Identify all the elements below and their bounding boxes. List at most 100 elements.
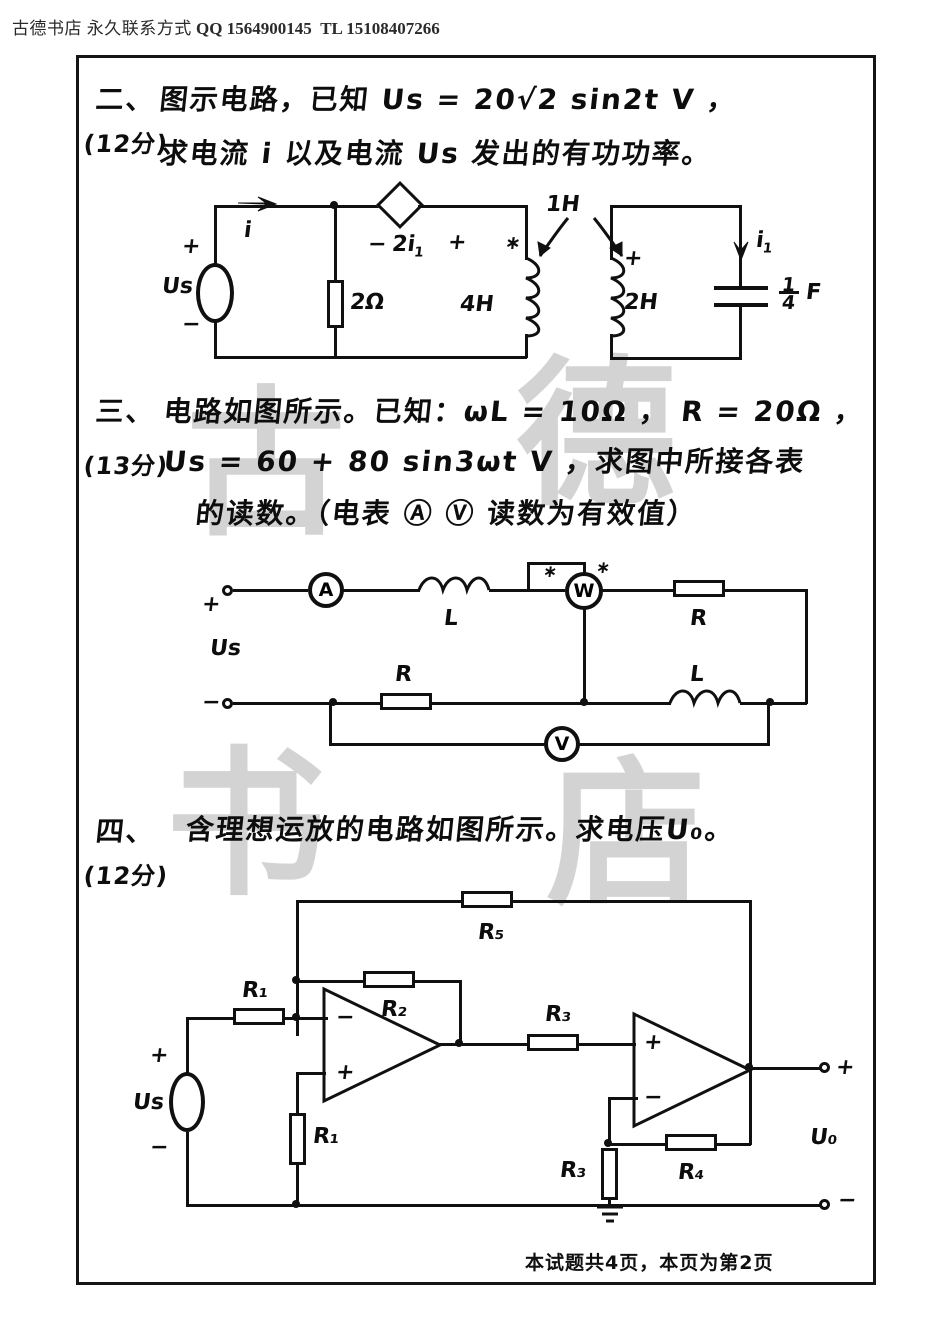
wire-src-bottom <box>214 322 217 359</box>
opamp-2-symbol <box>632 1011 754 1129</box>
inductor-2h-label: 2H <box>622 290 660 315</box>
source-label-us: Us <box>160 274 194 299</box>
node-voltmeter-right <box>766 698 774 706</box>
source-label-us-p3: Us <box>208 636 243 661</box>
inductor-4h-label: 4H <box>458 292 496 317</box>
problem-2-line2: 求电流 i 以及电流 Us 发出的有功功率。 <box>158 137 714 170</box>
mutual-inductance-label: 1H <box>544 192 582 217</box>
resistor-R-bottom <box>380 693 432 710</box>
wire-top-right <box>610 205 742 208</box>
source-minus-p4: − <box>148 1135 170 1160</box>
node-bottom-mid <box>580 698 588 706</box>
wire-coil4h-top <box>525 205 528 260</box>
wire-opamp1-plus-drop <box>296 1072 299 1114</box>
node-bottom-rail-left <box>292 1200 300 1208</box>
voltmeter: V <box>544 726 580 762</box>
dot-marker-coil4h: ∗ <box>503 232 523 254</box>
wire-r5-left-drop <box>296 900 299 1036</box>
mutual-arrow-right <box>592 217 624 257</box>
wire-voltmeter-bottom-left <box>329 743 547 746</box>
ground-icon <box>597 1205 623 1223</box>
node-opamp2-output <box>745 1063 753 1071</box>
cap-denominator: 4 <box>780 292 797 314</box>
resistor-R3-mid-label: R₃ <box>543 1002 574 1027</box>
wire-wattmeter-to-R <box>602 589 674 592</box>
node-opamp1-inverting <box>292 1013 300 1021</box>
dep-source-expression: 2i1 <box>390 232 426 260</box>
shop-name: 古德书店 永久联系方式 <box>12 19 192 38</box>
wire-r5-right-drop <box>749 900 752 1067</box>
opamp-1-symbol <box>322 986 444 1104</box>
voltmeter-letter: V <box>554 733 570 755</box>
wire-voltmeter-left-drop <box>329 702 332 746</box>
problem-2-line1: 图示电路，已知 Us = 20√2 sin2t V ， <box>158 83 739 116</box>
output-terminal-negative <box>819 1199 830 1210</box>
wire-r5-right <box>512 900 752 903</box>
page-footer-note: 本试题共4页，本页为第2页 <box>525 1252 774 1274</box>
wire-R-to-right-rail <box>724 589 808 592</box>
resistor-R3-bottom-label: R₃ <box>558 1158 589 1183</box>
output-minus-sign: − <box>836 1188 858 1213</box>
wire-r4-to-out-rail <box>716 1143 751 1146</box>
wire-opamp1-out <box>438 1043 528 1046</box>
wire-wattmeter-to-bottom <box>583 608 586 704</box>
wire-coil2h-top <box>610 205 613 260</box>
wire-to-bottom-R <box>333 702 381 705</box>
resistor-2ohm-label: 2Ω <box>348 290 386 315</box>
wire-top-left <box>214 205 334 208</box>
wire-term-to-ammeter <box>233 589 308 592</box>
wire-wattmeter-voltage-top <box>527 562 585 565</box>
wire-r2-right <box>414 980 462 983</box>
wire-to-r4 <box>608 1143 666 1146</box>
capacitor-plate-top <box>714 286 768 290</box>
wire-r3b-to-ground <box>608 1199 611 1207</box>
wire-r2-left <box>296 980 364 983</box>
opamp2-noninverting-sign: + <box>642 1030 664 1055</box>
dep-source-minus: − <box>366 232 388 257</box>
wire-src-top <box>214 205 217 265</box>
output-terminal-positive <box>819 1062 830 1073</box>
voltage-source-symbol-p4 <box>169 1072 205 1132</box>
wire-wattmeter-voltage-right <box>583 562 586 578</box>
wire-opamp2-minus <box>608 1097 638 1100</box>
wire-opamp2-minus-drop <box>608 1097 611 1143</box>
source-plus: + <box>180 234 202 259</box>
resistor-R1-top <box>233 1008 285 1025</box>
problem-3-points: (13分) <box>82 452 170 480</box>
resistor-R1-top-label: R₁ <box>240 978 271 1003</box>
wire-r5-left <box>296 900 462 903</box>
wire-r3-to-opamp2 <box>578 1043 636 1046</box>
resistor-R4 <box>665 1134 717 1151</box>
output-label-uo: U₀ <box>808 1125 840 1150</box>
opamp2-inverting-sign: − <box>642 1085 664 1110</box>
resistor-R-top <box>673 580 725 597</box>
voltage-source-symbol <box>196 263 234 323</box>
wire-ammeter-to-L <box>343 589 420 592</box>
ammeter-letter: A <box>318 579 334 601</box>
resistor-R-bottom-label: R <box>393 662 414 687</box>
cap-fraction-bar <box>779 291 799 294</box>
terminal-minus-sign: − <box>200 690 222 715</box>
resistor-R2 <box>363 971 415 988</box>
mutual-arrow-left <box>537 217 570 257</box>
wire-src-top-p4 <box>186 1017 189 1073</box>
resistor-R5-label: R₅ <box>476 920 507 945</box>
wire-r1-to-opamp1 <box>284 1017 328 1020</box>
inductor-2h-symbol <box>610 256 626 338</box>
wire-2ohm-lower <box>334 328 337 358</box>
dep-source-plus: + <box>446 230 468 255</box>
problem-3-number: 三、 <box>94 395 158 428</box>
bookstore-contact-line: 古德书店 永久联系方式 QQ 1564900145 TL 15108407266 <box>12 14 440 39</box>
scan-header: 古德书店 永久联系方式 QQ 1564900145 TL 15108407266 <box>0 0 950 46</box>
ammeter: A <box>308 572 344 608</box>
wire-bottom-left <box>214 356 334 359</box>
wire-node-to-L2 <box>586 702 671 705</box>
wire-out-rail-drop <box>749 1067 752 1145</box>
telephone-number: TL 15108407266 <box>320 19 440 38</box>
wire-L-to-wattmeter <box>489 589 565 592</box>
source-minus: − <box>180 312 202 337</box>
wire-bottom-right <box>610 357 742 360</box>
output-plus-sign: + <box>834 1055 856 1080</box>
inductor-L-top-symbol <box>417 576 491 596</box>
wire-r1b-to-ground-rail <box>296 1164 299 1204</box>
